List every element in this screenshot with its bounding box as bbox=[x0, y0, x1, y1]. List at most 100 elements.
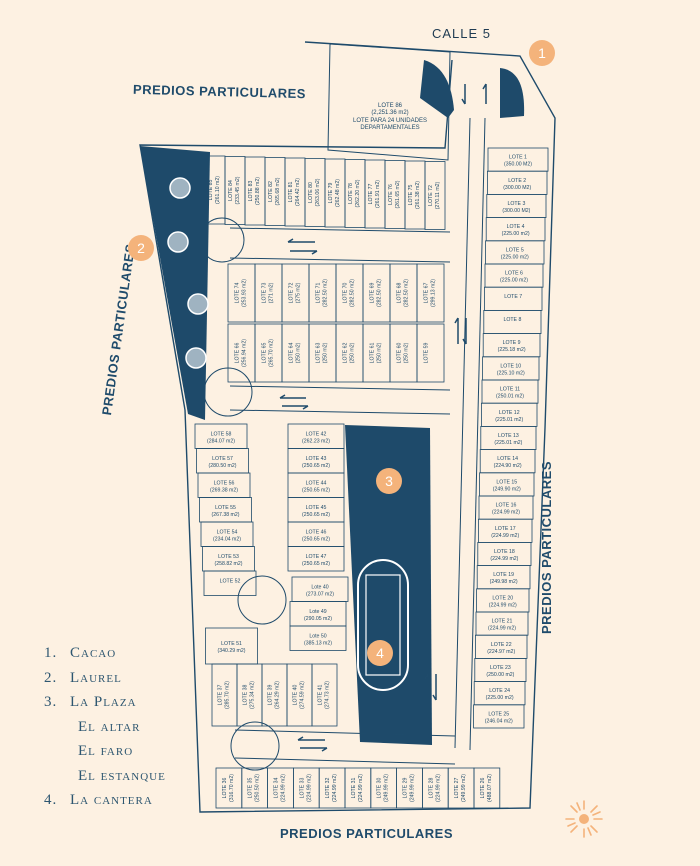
lot-lote-54[interactable]: LOTE 54(234.04 m2) bbox=[200, 521, 254, 547]
marker-laurel[interactable]: 2 bbox=[128, 235, 154, 261]
lot-lote-79-n[interactable]: LOTE 79(262.48 m2) bbox=[324, 158, 346, 228]
lot-lote-36[interactable]: LOTE 36(316.70 m2) bbox=[215, 767, 243, 809]
lot-lote-7[interactable]: LOTE 7 bbox=[483, 286, 543, 311]
lot-lote-4[interactable]: LOTE 4(225.00 m2) bbox=[485, 217, 546, 242]
lot-lote-5[interactable]: LOTE 5(225.00 m2) bbox=[485, 240, 545, 265]
lot-lote-27[interactable]: LOTE 27(249.99 m2) bbox=[447, 767, 475, 809]
lot-lote-19[interactable]: LOTE 19(249.98 m2) bbox=[476, 565, 531, 590]
lot-lote-46-c[interactable]: LOTE 46(250.65 m2) bbox=[287, 521, 345, 547]
lot-lote-41-s[interactable]: LOTE 41(274.73 m2) bbox=[311, 663, 338, 727]
lot-lote-31[interactable]: LOTE 31(224.99 m2) bbox=[344, 767, 372, 809]
lot-lote-51[interactable]: LOTE 51(340.29 m2) bbox=[205, 627, 258, 665]
lot-lote-55[interactable]: LOTE 55(267.38 m2) bbox=[199, 497, 252, 523]
lot-lote-71[interactable]: LOTE 71(282.50 m2) bbox=[308, 263, 337, 323]
lot-lote-76-n[interactable]: LOTE 76(261.65 m2) bbox=[384, 160, 406, 229]
lot-lote-84-n[interactable]: LOTE 84(233.45 m2) bbox=[224, 156, 246, 225]
marker-la-cantera[interactable]: 4 bbox=[367, 640, 393, 666]
lot-lote-1[interactable]: LOTE 1(350.00 M2) bbox=[487, 147, 549, 172]
lot-lote-22[interactable]: LOTE 22(224.97 m2) bbox=[474, 634, 528, 659]
lot-lote-11[interactable]: LOTE 11(250.01 m2) bbox=[481, 379, 539, 404]
lot-lote-25[interactable]: LOTE 25(246.04 m2) bbox=[473, 704, 525, 729]
lot-lote-77-n[interactable]: LOTE 77(261.91 m2) bbox=[364, 159, 386, 229]
lot-lote-72-n[interactable]: LOTE 72(270.11 m2) bbox=[424, 161, 446, 230]
lot-lote-23[interactable]: LOTE 23(250.00 m2) bbox=[474, 658, 527, 683]
lot-lote-20[interactable]: LOTE 20(224.99 m2) bbox=[476, 588, 530, 613]
lot-lote-68[interactable]: LOTE 68(282.50 m2) bbox=[389, 263, 418, 323]
lot-lote-32[interactable]: LOTE 32(224.99 m2) bbox=[318, 767, 346, 809]
lot-lote-43-c[interactable]: LOTE 43(250.65 m2) bbox=[287, 448, 345, 474]
lot-lote-6[interactable]: LOTE 6(225.00 m2) bbox=[484, 263, 544, 288]
lot-lote-38-s[interactable]: LOTE 38(275.34 m2) bbox=[236, 663, 263, 727]
lot-lote-83-n[interactable]: LOTE 83(250.88 m2) bbox=[244, 156, 266, 226]
lot-lote-44-c[interactable]: LOTE 44(250.65 m2) bbox=[287, 472, 345, 498]
lot-lote-45-c[interactable]: LOTE 45(250.65 m2) bbox=[287, 497, 345, 523]
lot-lote-81-n[interactable]: LOTE 81(264.42 m2) bbox=[284, 157, 306, 227]
lot-lote-8[interactable]: LOTE 8 bbox=[483, 309, 542, 334]
lot-lote-24[interactable]: LOTE 24(225.00 m2) bbox=[473, 681, 526, 706]
lot-area: (261.10 m2) bbox=[215, 176, 221, 204]
lot-lote-42-c[interactable]: LOTE 42(262.23 m2) bbox=[287, 423, 345, 449]
lot-lote-39-s[interactable]: LOTE 39(264.29 m2) bbox=[261, 663, 288, 727]
lot-lote-56[interactable]: LOTE 56(269.38 m2) bbox=[197, 472, 251, 498]
lot-lote-69[interactable]: LOTE 69(282.50 m2) bbox=[362, 263, 391, 323]
lot-lote-75-n[interactable]: LOTE 75(261.38 m2) bbox=[404, 160, 426, 230]
lot-name: LOTE 32 bbox=[325, 778, 331, 799]
lot-lote-64[interactable]: LOTE 64(250 m2) bbox=[281, 323, 310, 383]
lot-lote-40-c[interactable]: Lote 40(273.07 m2) bbox=[291, 576, 349, 602]
lot-lote-2[interactable]: LOTE 2(300.00 M2) bbox=[486, 170, 548, 195]
lot-lote-57[interactable]: LOTE 57(280.50 m2) bbox=[196, 448, 249, 474]
lot-lote-34[interactable]: LOTE 34(224.99 m2) bbox=[267, 767, 294, 809]
lot-lote-17[interactable]: LOTE 17(224.99 m2) bbox=[477, 518, 533, 543]
lot-lote-9[interactable]: LOTE 9(225.18 m2) bbox=[482, 333, 541, 358]
lot-lote-53[interactable]: LOTE 53(258.82 m2) bbox=[202, 546, 255, 572]
lot-lote-63[interactable]: LOTE 63(250 m2) bbox=[308, 323, 337, 383]
lot-lote-12[interactable]: LOTE 12(225.01 m2) bbox=[480, 402, 538, 427]
lot-lote-70[interactable]: LOTE 70(282.50 m2) bbox=[335, 263, 364, 323]
lot-lote-47-c[interactable]: LOTE 47(250.65 m2) bbox=[287, 546, 345, 572]
lot-lote-35[interactable]: LOTE 35(250.50 m2) bbox=[241, 767, 269, 809]
legend-item-la-cantera[interactable]: 4.La cantera bbox=[44, 792, 166, 817]
cacao-garden-left bbox=[420, 60, 454, 118]
lot-lote-21[interactable]: LOTE 21(224.99 m2) bbox=[475, 611, 529, 636]
lot-lote-72[interactable]: LOTE 72(275 m2) bbox=[281, 263, 310, 323]
lot-lote-37-s[interactable]: LOTE 37(285.70 m2) bbox=[211, 663, 238, 727]
lot-lote-49-c[interactable]: Lote 49(290.05 m2) bbox=[289, 601, 347, 627]
lot-lote-13[interactable]: LOTE 13(225.01 m2) bbox=[480, 425, 537, 450]
marker-cacao[interactable]: 1 bbox=[529, 40, 555, 66]
lot-lote-73[interactable]: LOTE 73(271 m2) bbox=[254, 263, 283, 323]
lot-lote-62[interactable]: LOTE 62(250 m2) bbox=[335, 323, 364, 383]
lot-lote-61[interactable]: LOTE 61(250 m2) bbox=[362, 323, 391, 383]
lot-lote-15[interactable]: LOTE 15(249.90 m2) bbox=[479, 472, 535, 497]
lot-lote-18[interactable]: LOTE 18(224.99 m2) bbox=[477, 542, 532, 567]
legend-item-el-estanque[interactable]: El estanque bbox=[44, 768, 166, 793]
lot-lote-58[interactable]: LOTE 58(284.07 m2) bbox=[194, 423, 248, 449]
legend-item-laurel[interactable]: 2.Laurel bbox=[44, 670, 166, 695]
lot-lote-30[interactable]: LOTE 30(249.99 m2) bbox=[370, 767, 397, 809]
lot-lote-78-n[interactable]: LOTE 78(262.20 m2) bbox=[344, 159, 366, 228]
lot-lote-29[interactable]: LOTE 29(249.99 m2) bbox=[396, 767, 423, 809]
lot-lote-65[interactable]: LOTE 65(265.70 m2) bbox=[254, 323, 283, 383]
lot-lote-14[interactable]: LOTE 14(224.90 m2) bbox=[479, 449, 536, 474]
lot-lote-52[interactable]: LOTE 52 bbox=[203, 570, 257, 596]
lot-lote-67[interactable]: LOTE 67(299.13 m2) bbox=[416, 263, 445, 323]
lot-lote-26[interactable]: LOTE 26(488.07 m2) bbox=[473, 767, 501, 809]
legend-item-la-plaza[interactable]: 3.La Plaza bbox=[44, 694, 166, 719]
lot-lote-16[interactable]: LOTE 16(224.99 m2) bbox=[478, 495, 534, 520]
lot-lote-59[interactable]: LOTE 59 bbox=[416, 323, 445, 383]
lot-name: LOTE 13 bbox=[498, 433, 519, 439]
legend-item-cacao[interactable]: 1.Cacao bbox=[44, 645, 166, 670]
lot-lote-33[interactable]: LOTE 33(224.99 m2) bbox=[292, 767, 320, 809]
lot-lote-3[interactable]: LOTE 3(300.00 M2) bbox=[486, 193, 547, 218]
lot-lote-82-n[interactable]: LOTE 82(265.68 m2) bbox=[264, 157, 286, 226]
lot-lote-60[interactable]: LOTE 60(250 m2) bbox=[389, 323, 418, 383]
lot-lote-66[interactable]: LOTE 66(256.94 m2) bbox=[227, 323, 256, 383]
legend-item-el-faro[interactable]: El faro bbox=[44, 743, 166, 768]
lot-lote-50-c[interactable]: Lote 50(385.13 m2) bbox=[289, 625, 347, 651]
lot-lote-40-s[interactable]: LOTE 40(274.59 m2) bbox=[286, 663, 313, 727]
lot-lote-80-n[interactable]: LOTE 80(263.06 m2) bbox=[304, 158, 326, 227]
marker-la-plaza[interactable]: 3 bbox=[376, 468, 402, 494]
legend-item-el-altar[interactable]: El altar bbox=[44, 719, 166, 744]
lot-lote-28[interactable]: LOTE 28(224.99 m2) bbox=[421, 767, 449, 809]
lot-lote-74[interactable]: LOTE 74(253.93 m2) bbox=[227, 263, 256, 323]
lot-lote-10[interactable]: LOTE 10(225.10 m2) bbox=[482, 356, 540, 381]
